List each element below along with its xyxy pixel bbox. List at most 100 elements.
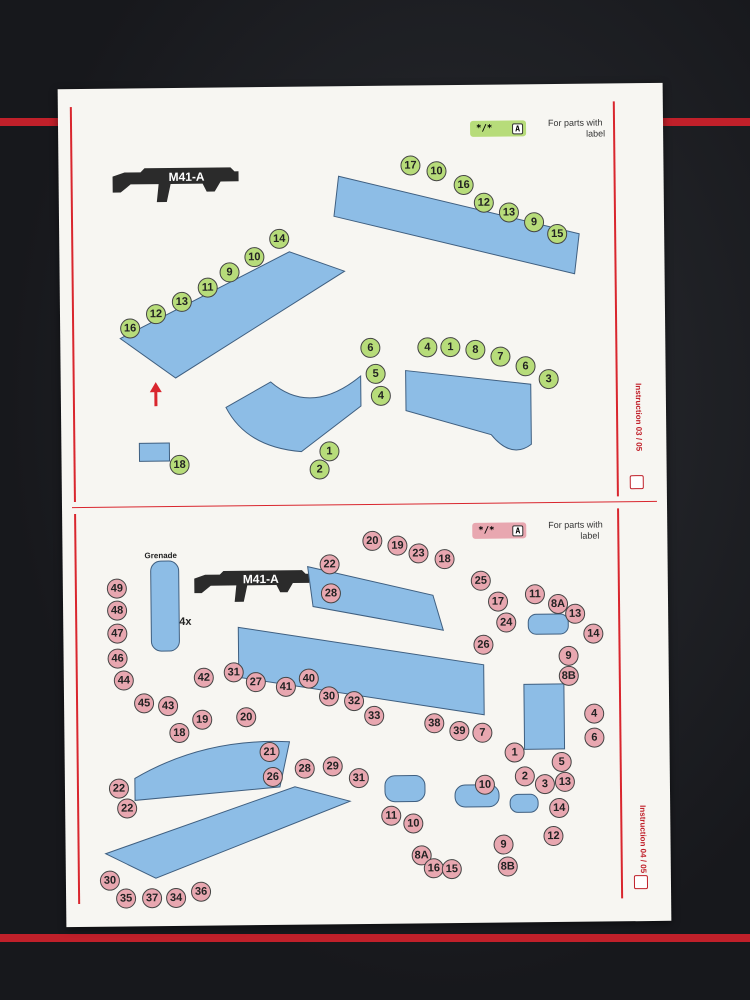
part-number-label: 9: [219, 262, 239, 282]
part-number-label: 14: [269, 229, 289, 249]
part-number-label: 4: [371, 386, 391, 406]
part-number-label: 11: [525, 584, 545, 604]
part-number-label: 39: [449, 721, 469, 741]
part-number-label: 18: [434, 549, 454, 569]
part-number-label: 11: [381, 806, 401, 826]
part-number-label: 28: [295, 759, 315, 779]
part-number-label: 11: [198, 278, 218, 298]
part-number-label: 16: [454, 175, 474, 195]
part-number-label: 2: [515, 766, 535, 786]
part-number-label: 18: [169, 723, 189, 743]
part-number-label: 10: [403, 813, 423, 833]
part-number-label: 9: [524, 212, 544, 232]
part-number-label: 14: [549, 798, 569, 818]
part-number-label: 10: [244, 247, 264, 267]
part-number-label: 44: [114, 670, 134, 690]
part-number-label: 8B: [559, 666, 579, 686]
part-number-label: 5: [366, 364, 386, 384]
part-number-label: 36: [191, 882, 211, 902]
bracket-part: [406, 369, 532, 451]
part-number-label: 31: [349, 768, 369, 788]
part-number-label: 3: [539, 369, 559, 389]
part-number-label: 35: [116, 888, 136, 908]
part-number-label: 3: [535, 774, 555, 794]
part-number-label: 12: [146, 304, 166, 324]
part-number-label: 9: [493, 834, 513, 854]
part-number-label: 38: [424, 713, 444, 733]
part-number-label: 7: [490, 346, 510, 366]
part-number-label: 34: [166, 888, 186, 908]
part-number-label: 43: [158, 696, 178, 716]
part-number-label: 17: [400, 155, 420, 175]
part-number-label: 15: [442, 859, 462, 879]
part-number-label: 40: [299, 668, 319, 688]
part-number-label: 26: [263, 767, 283, 787]
part-number-label: 13: [499, 202, 519, 222]
part-number-label: 32: [344, 691, 364, 711]
part-number-label: 19: [387, 536, 407, 556]
part-number-label: 4: [584, 704, 604, 724]
part-number-label: 27: [246, 672, 266, 692]
part-number-label: 42: [194, 668, 214, 688]
part-number-label: 6: [584, 728, 604, 748]
part-number-label: 5: [552, 752, 572, 772]
roller-part: [385, 775, 425, 801]
part-number-label: 41: [276, 677, 296, 697]
part-number-label: 26: [473, 635, 493, 655]
part-number-label: 16: [120, 318, 140, 338]
part-number-label: 8: [465, 340, 485, 360]
red-arrow-head-icon: [150, 382, 162, 392]
part-number-label: 12: [474, 193, 494, 213]
part-number-label: 22: [109, 778, 129, 798]
part-number-label: 10: [426, 161, 446, 181]
part-number-label: 30: [100, 871, 120, 891]
part-number-label: 13: [172, 292, 192, 312]
part-number-label: 10: [475, 775, 495, 795]
part-number-label: 45: [134, 693, 154, 713]
part-number-label: 20: [362, 531, 382, 551]
part-number-label: 1: [319, 441, 339, 461]
part-number-label: 14: [583, 624, 603, 644]
part-number-label: 28: [321, 583, 341, 603]
part-number-label: 18: [169, 455, 189, 475]
part-number-label: 21: [259, 742, 279, 762]
part-number-label: 22: [117, 798, 137, 818]
part-number-label: 6: [360, 338, 380, 358]
part-number-label: 33: [364, 706, 384, 726]
pivot-part: [528, 614, 568, 634]
part-number-label: 9: [558, 646, 578, 666]
part-number-label: 4: [417, 337, 437, 357]
cap-part: [510, 794, 538, 812]
guard-part: [226, 376, 362, 452]
part-number-label: 31: [224, 662, 244, 682]
instruction-sheet: */* A For parts with label M41-A Instruc…: [58, 83, 672, 927]
part-number-label: 8B: [498, 856, 518, 876]
part-number-label: 49: [107, 578, 127, 598]
part-number-label: 22: [320, 554, 340, 574]
part-number-label: 20: [236, 707, 256, 727]
part-number-label: 1: [440, 337, 460, 357]
part-number-label: 37: [142, 888, 162, 908]
plate-part: [524, 684, 565, 749]
part-number-label: 12: [543, 826, 563, 846]
part-number-label: 48: [107, 600, 127, 620]
part-number-label: 1: [504, 742, 524, 762]
part-number-label: 23: [408, 543, 428, 563]
part-number-label: 13: [555, 772, 575, 792]
small-block-part: [139, 443, 169, 461]
part-number-label: 19: [192, 710, 212, 730]
part-number-label: 7: [472, 723, 492, 743]
part-number-label: 13: [565, 604, 585, 624]
part-number-label: 6: [515, 356, 535, 376]
part-number-label: 15: [547, 224, 567, 244]
part-number-label: 30: [319, 686, 339, 706]
part-number-label: 46: [107, 648, 127, 668]
part-number-label: 29: [323, 756, 343, 776]
part-number-label: 25: [471, 571, 491, 591]
grenade-part: [151, 561, 180, 651]
mat-red-edge: [0, 934, 750, 942]
part-drawings: [58, 83, 672, 927]
part-number-label: 2: [310, 459, 330, 479]
part-number-label: 17: [488, 592, 508, 612]
part-number-label: 47: [107, 623, 127, 643]
